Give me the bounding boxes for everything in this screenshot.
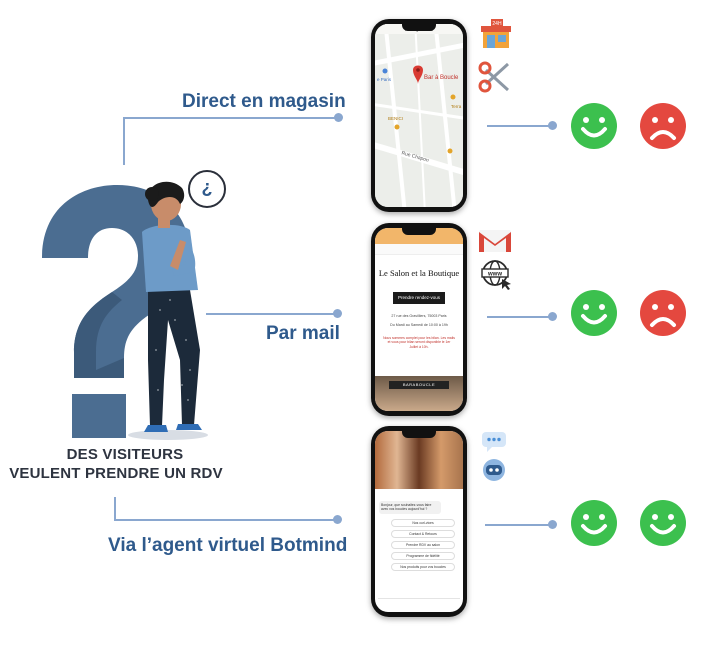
map-screen: Passage Sainte Bar à Boucle e Paris Terr… [375,24,463,207]
web-icon: www [481,260,511,290]
result-connector-store [487,125,551,127]
phone-chatbot: Bonjour, que souhaitez-vous faire avec v… [371,426,467,617]
chatbot-option-5[interactable]: Nos produits pour vos boucles [391,563,455,571]
chatbot-option-3[interactable]: Prendre RDV au salon [391,541,455,549]
happy-face-icon [571,500,617,546]
storefront-sign: BARABOUCLE [389,381,449,389]
map-poi-1: e Paris [377,77,392,82]
channel-label-store: Direct en magasin [182,91,346,112]
website-screen: Le Salon et la Boutique Prendre rendez-v… [375,228,463,411]
map-place-label: Bar à Boucle [424,75,459,81]
chatbot-screen: Bonjour, que souhaitez-vous faire avec v… [375,431,463,612]
connector-store-dot [334,113,343,122]
gmail-icon [479,230,511,252]
thinking-person-illustration [128,181,208,440]
connector-mail [206,313,336,315]
connector-bot [114,519,336,521]
chatbot-option-2[interactable]: Contact & Retours [391,530,455,538]
website-cta-button[interactable]: Prendre rendez-vous [393,292,445,304]
result-connector-mail [487,316,551,318]
map-poi-3: BENICI [388,116,404,121]
sad-face-icon [640,290,686,336]
sad-face-icon [640,103,686,149]
robot-icon [483,459,505,481]
connector-store [123,117,337,119]
phone-website: Le Salon et la Boutique Prendre rendez-v… [371,223,467,416]
chatbot-input-bar[interactable] [378,598,460,608]
title-line-2: VEULENT PRENDRE UN RDV [9,465,223,482]
channel-label-mail: Par mail [266,323,340,344]
website-storefront-photo: BARABOUCLE [375,376,463,411]
phone-map: Passage Sainte Bar à Boucle e Paris Terr… [371,19,467,212]
svg-text:www: www [487,272,502,278]
scissors-icon [478,61,510,93]
chatbot-option-4[interactable]: Programme de fidélité [391,552,455,560]
connector-store-vertical [123,117,125,165]
chatbot-hero-photo [375,431,463,489]
happy-face-icon [571,103,617,149]
title-line-1: DES VISITEURS [66,446,184,463]
happy-face-icon [571,290,617,336]
channel-label-bot: Via l’agent virtuel Botmind [108,535,348,556]
connector-mail-dot [333,309,342,318]
result-connector-bot [485,524,551,526]
map-poi-2: Terra [451,104,462,109]
happy-face-icon [640,500,686,546]
website-notice: Nous sommes complet pour les bilan. Les … [383,336,455,349]
result-connector-store-dot [548,121,557,130]
result-connector-bot-dot [548,520,557,529]
inverted-question-symbol: ¿ [201,177,213,197]
thought-bubble: ¿ [188,170,226,208]
website-hours: Du Mardi au Samedi de 10:00 à 19h [390,323,448,327]
chat-bubble-icon [482,432,506,452]
svg-text:24H: 24H [492,21,502,27]
chatbot-greeting: Bonjour, que souhaitez-vous faire avec v… [379,501,441,514]
connector-bot-dot [333,515,342,524]
website-address: 27 rue des Gravilliers, 75003 Paris [391,314,447,318]
website-heading: Le Salon et la Boutique [378,268,460,278]
chatbot-option-1[interactable]: Nos curl-vices [391,519,455,527]
shop-24h-icon: 24H [481,19,511,48]
result-connector-mail-dot [548,312,557,321]
connector-bot-vertical [114,497,116,521]
